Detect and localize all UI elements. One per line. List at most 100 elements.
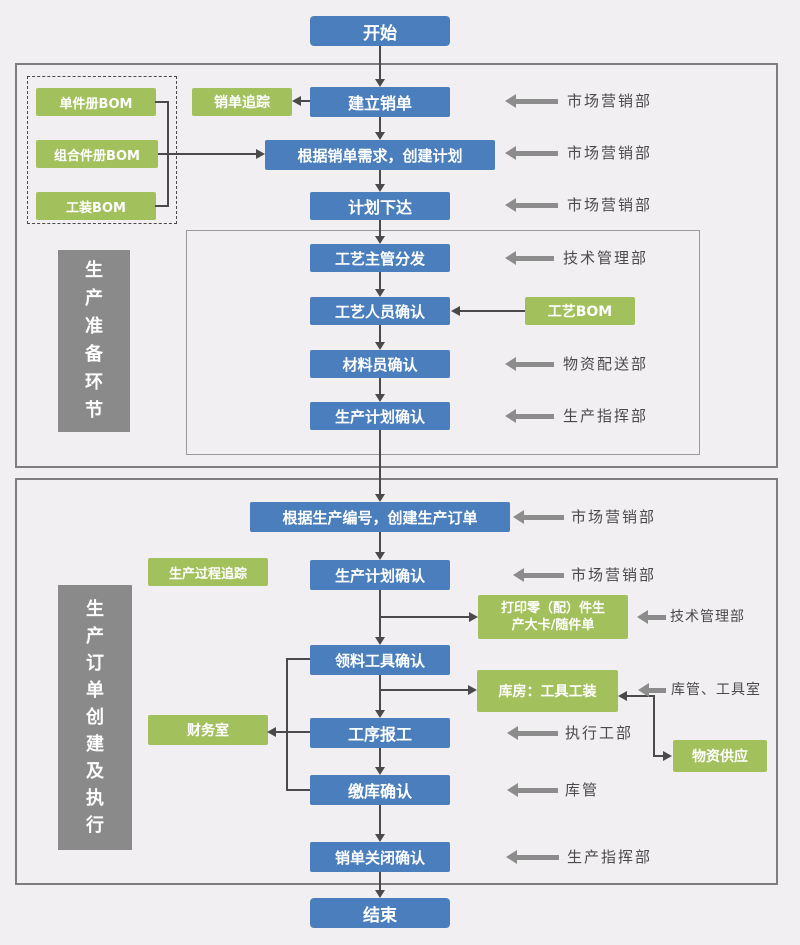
node-process-reporting: 工序报工	[310, 718, 450, 748]
dept-label-warehouse-keeper: 库管	[565, 781, 600, 799]
node-process-tracking: 生产过程追踪	[148, 558, 268, 586]
node-bom-single: 单件册BOM	[36, 88, 156, 116]
dept-label-exec-dept: 执行工部	[565, 724, 634, 742]
dept-arrow-icon	[505, 146, 558, 160]
arrow-down-icon	[375, 289, 385, 297]
dept-arrow-icon	[507, 783, 558, 797]
arrow-down-icon	[375, 79, 385, 87]
node-finance: 财务室	[148, 715, 268, 745]
dept-arrow-icon	[505, 94, 558, 108]
label-production-order-execution-text: 生产订单创建及执行	[85, 599, 104, 836]
node-bom-assembly: 组合件册BOM	[36, 140, 158, 168]
flow-line	[379, 590, 381, 638]
arrow-right-icon	[256, 149, 265, 159]
node-create-sales-order: 建立销单	[310, 87, 450, 117]
arrow-left-icon	[618, 691, 627, 701]
dept-label-delivery: 物资配送部	[563, 355, 649, 373]
arrow-down-icon	[375, 394, 385, 402]
flow-line	[379, 46, 381, 80]
bom-bracket-line	[155, 101, 169, 103]
flow-line	[379, 805, 381, 835]
node-print-card: 打印零（配）件生 产大卡/随件单	[478, 595, 628, 639]
dept-arrow-icon	[505, 409, 554, 423]
arrow-down-icon	[375, 494, 385, 502]
node-create-production-order: 根据生产编号，创建生产订单	[250, 502, 510, 532]
inner-confirmation-frame	[186, 230, 700, 455]
node-material-clerk-confirm: 材料员确认	[310, 350, 450, 378]
arrow-left-icon	[451, 306, 460, 316]
arrow-down-icon	[375, 710, 385, 718]
flow-line	[379, 675, 381, 711]
arrow-down-icon	[375, 342, 385, 350]
flow-line	[379, 272, 381, 290]
flow-line	[379, 748, 381, 768]
connector-line	[459, 310, 525, 312]
arrow-left-icon	[292, 96, 301, 106]
dept-arrow-icon	[513, 510, 564, 524]
section-production-preparation	[15, 63, 778, 468]
bom-dashed-frame	[27, 76, 177, 224]
arrow-down-icon	[375, 132, 385, 140]
node-craft-supervisor-dispatch: 工艺主管分发	[310, 244, 450, 272]
dept-label-warehouse-toolroom: 库管、工具室	[671, 682, 761, 698]
node-craft-staff-confirm: 工艺人员确认	[310, 297, 450, 325]
node-end: 结束	[310, 898, 450, 928]
arrow-down-icon	[375, 834, 385, 842]
label-production-preparation-text: 生产准备环节	[84, 260, 103, 421]
arrow-down-icon	[375, 236, 385, 244]
left-bracket-line	[275, 731, 310, 733]
node-warehouse-submit-confirm: 缴库确认	[310, 775, 450, 805]
dept-label-tech-1: 技术管理部	[563, 249, 649, 267]
print-card-line2: 产大卡/随件单	[511, 618, 595, 633]
arrow-right-icon	[468, 685, 477, 695]
node-start: 开始	[310, 16, 450, 46]
left-bracket-line	[286, 658, 288, 791]
dept-label-command-2: 生产指挥部	[567, 848, 653, 866]
dept-label-command-1: 生产指挥部	[563, 407, 649, 425]
node-production-plan-confirm: 生产计划确认	[310, 402, 450, 430]
flow-line	[379, 220, 381, 237]
dept-label-marketing-3: 市场营销部	[567, 196, 653, 214]
node-sales-tracking: 销单追踪	[192, 88, 292, 116]
dept-arrow-icon	[638, 683, 666, 697]
node-sales-close-confirm: 销单关闭确认	[310, 842, 450, 872]
dept-label-marketing-5: 市场营销部	[571, 566, 657, 584]
dept-arrow-icon	[505, 198, 558, 212]
arrow-right-icon	[469, 612, 478, 622]
left-bracket-line	[286, 789, 310, 791]
dept-label-marketing-1: 市场营销部	[567, 92, 653, 110]
arrow-down-icon	[375, 552, 385, 560]
bom-bracket-line	[158, 153, 257, 155]
arrow-down-icon	[375, 767, 385, 775]
node-production-plan-confirm-2: 生产计划确认	[310, 560, 450, 590]
node-bom-tooling: 工装BOM	[36, 192, 156, 220]
dept-label-marketing-2: 市场营销部	[567, 144, 653, 162]
connector-line	[380, 689, 469, 691]
bom-bracket-line	[155, 205, 169, 207]
arrow-right-icon	[663, 751, 672, 761]
section-production-order-execution	[15, 478, 778, 885]
dept-label-marketing-4: 市场营销部	[571, 508, 657, 526]
flow-line	[379, 532, 381, 553]
node-plan-release: 计划下达	[310, 192, 450, 220]
arrow-down-icon	[375, 184, 385, 192]
connector-line	[653, 755, 665, 757]
flow-line	[379, 170, 381, 185]
arrow-left-icon	[267, 727, 276, 737]
dept-arrow-icon	[507, 726, 558, 740]
left-bracket-line	[286, 658, 310, 660]
node-warehouse-tools: 库房：工具工装	[477, 670, 618, 712]
arrow-down-icon	[375, 637, 385, 645]
dept-arrow-icon	[506, 850, 559, 864]
dept-arrow-icon	[505, 251, 554, 265]
dept-arrow-icon	[505, 357, 554, 371]
flow-line	[379, 325, 381, 343]
node-create-plan: 根据销单需求，创建计划	[265, 140, 495, 170]
flow-line	[379, 117, 381, 133]
node-material-tool-confirm: 领料工具确认	[310, 645, 450, 675]
print-card-line1: 打印零（配）件生	[500, 601, 605, 616]
arrow-down-icon	[375, 890, 385, 898]
dept-arrow-icon	[513, 568, 564, 582]
label-production-preparation: 生产准备环节	[58, 250, 130, 432]
